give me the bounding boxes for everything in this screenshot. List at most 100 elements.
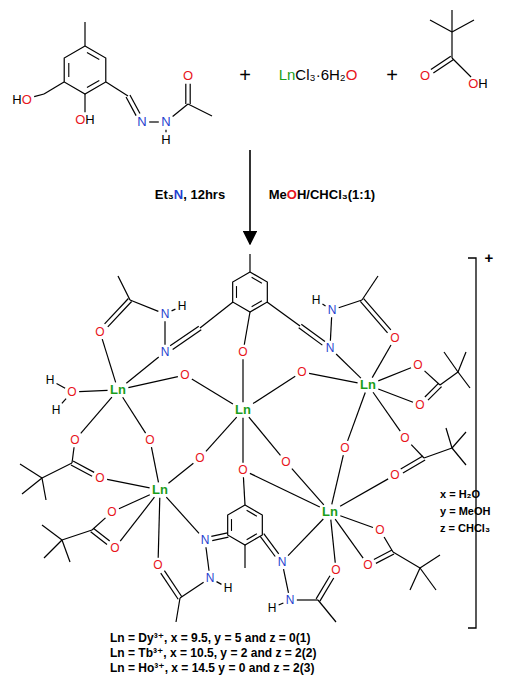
legend-note: y = MeOH: [440, 506, 490, 518]
bond-line: [318, 600, 336, 622]
bond-line: [452, 20, 474, 32]
label-part: O: [238, 463, 247, 477]
label-part: N: [278, 555, 287, 569]
bond-line: [373, 392, 400, 431]
bond-line: [120, 497, 154, 541]
ring-double-bond: [252, 277, 262, 283]
label-part: O: [107, 505, 116, 519]
bond-line: [84, 22, 85, 46]
bond-line: [322, 304, 325, 306]
atom-label: N: [328, 304, 337, 317]
reagent-formula: LnCl₃·6H₂O: [279, 67, 358, 83]
bond-line: [185, 84, 186, 104]
bond-lines: [20, 10, 474, 622]
bond-line: [165, 130, 166, 133]
footnote-line: Ln = Ho³⁺, x = 14.5 y = 0 and z = 2(3): [110, 662, 314, 675]
bond-line: [79, 390, 107, 391]
bond-line: [374, 550, 392, 559]
label-part: O: [95, 325, 104, 339]
bond-line: [42, 525, 62, 540]
label-part: O: [390, 468, 399, 482]
bond-line: [176, 598, 180, 622]
bond-line: [173, 104, 188, 117]
ring-double-bond: [87, 52, 99, 59]
label-part: H/CHCl₃(1:1): [297, 187, 375, 202]
bond-line: [188, 104, 212, 116]
label-part: O: [183, 68, 193, 83]
bond-line: [309, 373, 357, 383]
bond-line: [161, 573, 178, 599]
bond-line: [249, 417, 281, 455]
metal-label: Ln: [152, 483, 168, 497]
bond-line: [393, 552, 420, 568]
atom-label: O: [70, 434, 79, 447]
bond-line: [22, 478, 42, 494]
bond-line: [73, 461, 94, 472]
bond-line: [249, 254, 250, 272]
bond-line: [433, 60, 453, 73]
bond-line: [180, 582, 204, 598]
label-part: Cl₃·6H₂: [295, 66, 345, 83]
atom-label: N: [137, 115, 146, 129]
bond-line: [42, 478, 46, 500]
atom-label: N: [161, 346, 170, 359]
bond-line: [292, 469, 324, 505]
atom-label: OH: [468, 77, 488, 91]
bond-line: [440, 372, 458, 385]
atom-label: H: [268, 602, 277, 615]
bond-line: [130, 300, 158, 311]
atom-label: HO: [12, 93, 32, 107]
bond-line: [190, 84, 191, 104]
ring-outline: [64, 46, 106, 94]
bond-line: [128, 377, 178, 388]
bond-line: [170, 326, 199, 346]
atom-label: N: [326, 342, 335, 355]
bond-line: [339, 300, 362, 308]
bond-line: [330, 317, 331, 340]
label-part: O: [67, 385, 76, 399]
atom-label: N: [201, 534, 210, 547]
label-part: Ln: [322, 504, 338, 519]
label-part: O: [420, 68, 430, 83]
metal-label: Ln: [110, 383, 126, 397]
bond-line: [410, 568, 420, 590]
bond-line: [452, 448, 466, 465]
bond-line: [348, 393, 366, 441]
label-part: N: [174, 187, 183, 202]
benzene-ring: [233, 272, 268, 312]
atom-label: O: [331, 564, 340, 577]
bond-line: [253, 376, 295, 403]
atom-label: H: [161, 133, 170, 147]
bond-line: [91, 532, 107, 545]
atom-label: O: [183, 69, 193, 83]
bond-line: [126, 97, 136, 116]
label-part: O: [75, 112, 85, 127]
atom-label: O: [415, 399, 424, 412]
bond-line: [62, 530, 92, 540]
atom-label: O: [340, 442, 349, 455]
atom-label: O: [420, 69, 430, 83]
bond-line: [164, 321, 165, 344]
legend-note: z = CHCl₃: [440, 523, 490, 535]
bond-line: [192, 379, 233, 404]
bond-line: [452, 58, 471, 77]
footnote-line: Ln = Tb³⁺, x = 10.5, y = 2 and z = 2(2): [110, 647, 316, 660]
bond-line: [108, 302, 132, 327]
label-part: H: [224, 581, 233, 595]
label-part: N: [328, 303, 337, 317]
atom-label: O: [195, 452, 204, 465]
atom-label: O: [153, 559, 162, 572]
bond-line: [297, 599, 318, 600]
ring-outline: [233, 272, 268, 312]
charge-bracket: [468, 258, 476, 628]
label-part: O: [363, 558, 372, 572]
bond-line: [164, 571, 181, 597]
bond-line: [44, 540, 62, 558]
label-part: H: [46, 373, 55, 387]
label-part: H: [268, 601, 277, 615]
bond-line: [57, 384, 66, 389]
bond-line: [119, 495, 150, 509]
bond-line: [105, 298, 129, 323]
bond-line: [288, 519, 323, 556]
bond-line: [403, 460, 425, 473]
